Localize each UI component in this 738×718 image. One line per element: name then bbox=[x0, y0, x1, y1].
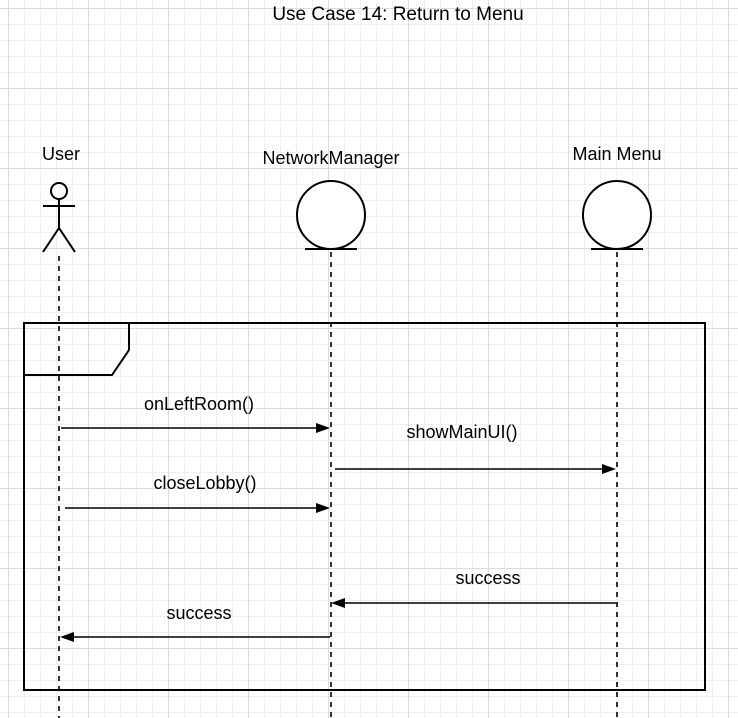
message-closelobby: closeLobby() bbox=[65, 473, 330, 513]
participant-networkmanager-label: NetworkManager bbox=[262, 148, 399, 168]
svg-text:showMainUI(): showMainUI() bbox=[406, 422, 517, 442]
diagram-title: Use Case 14: Return to Menu bbox=[272, 4, 523, 25]
message-success-user: success bbox=[60, 603, 330, 642]
interaction-frame bbox=[23, 322, 706, 691]
svg-text:closeLobby(): closeLobby() bbox=[153, 473, 256, 493]
svg-text:onLeftRoom(): onLeftRoom() bbox=[144, 394, 254, 414]
svg-text:success: success bbox=[455, 568, 520, 588]
entity-mainmenu-icon bbox=[582, 180, 652, 250]
message-onleftroom: onLeftRoom() bbox=[61, 394, 330, 433]
entity-networkmanager-icon bbox=[296, 180, 366, 250]
message-success-mainmenu: success bbox=[331, 568, 616, 608]
svg-text:success: success bbox=[166, 603, 231, 623]
message-showmainui: showMainUI() bbox=[335, 422, 616, 474]
participant-user-label: User bbox=[42, 144, 80, 164]
actor-user-icon bbox=[42, 182, 76, 253]
participant-mainmenu-label: Main Menu bbox=[572, 144, 661, 164]
lifelines bbox=[58, 252, 618, 718]
